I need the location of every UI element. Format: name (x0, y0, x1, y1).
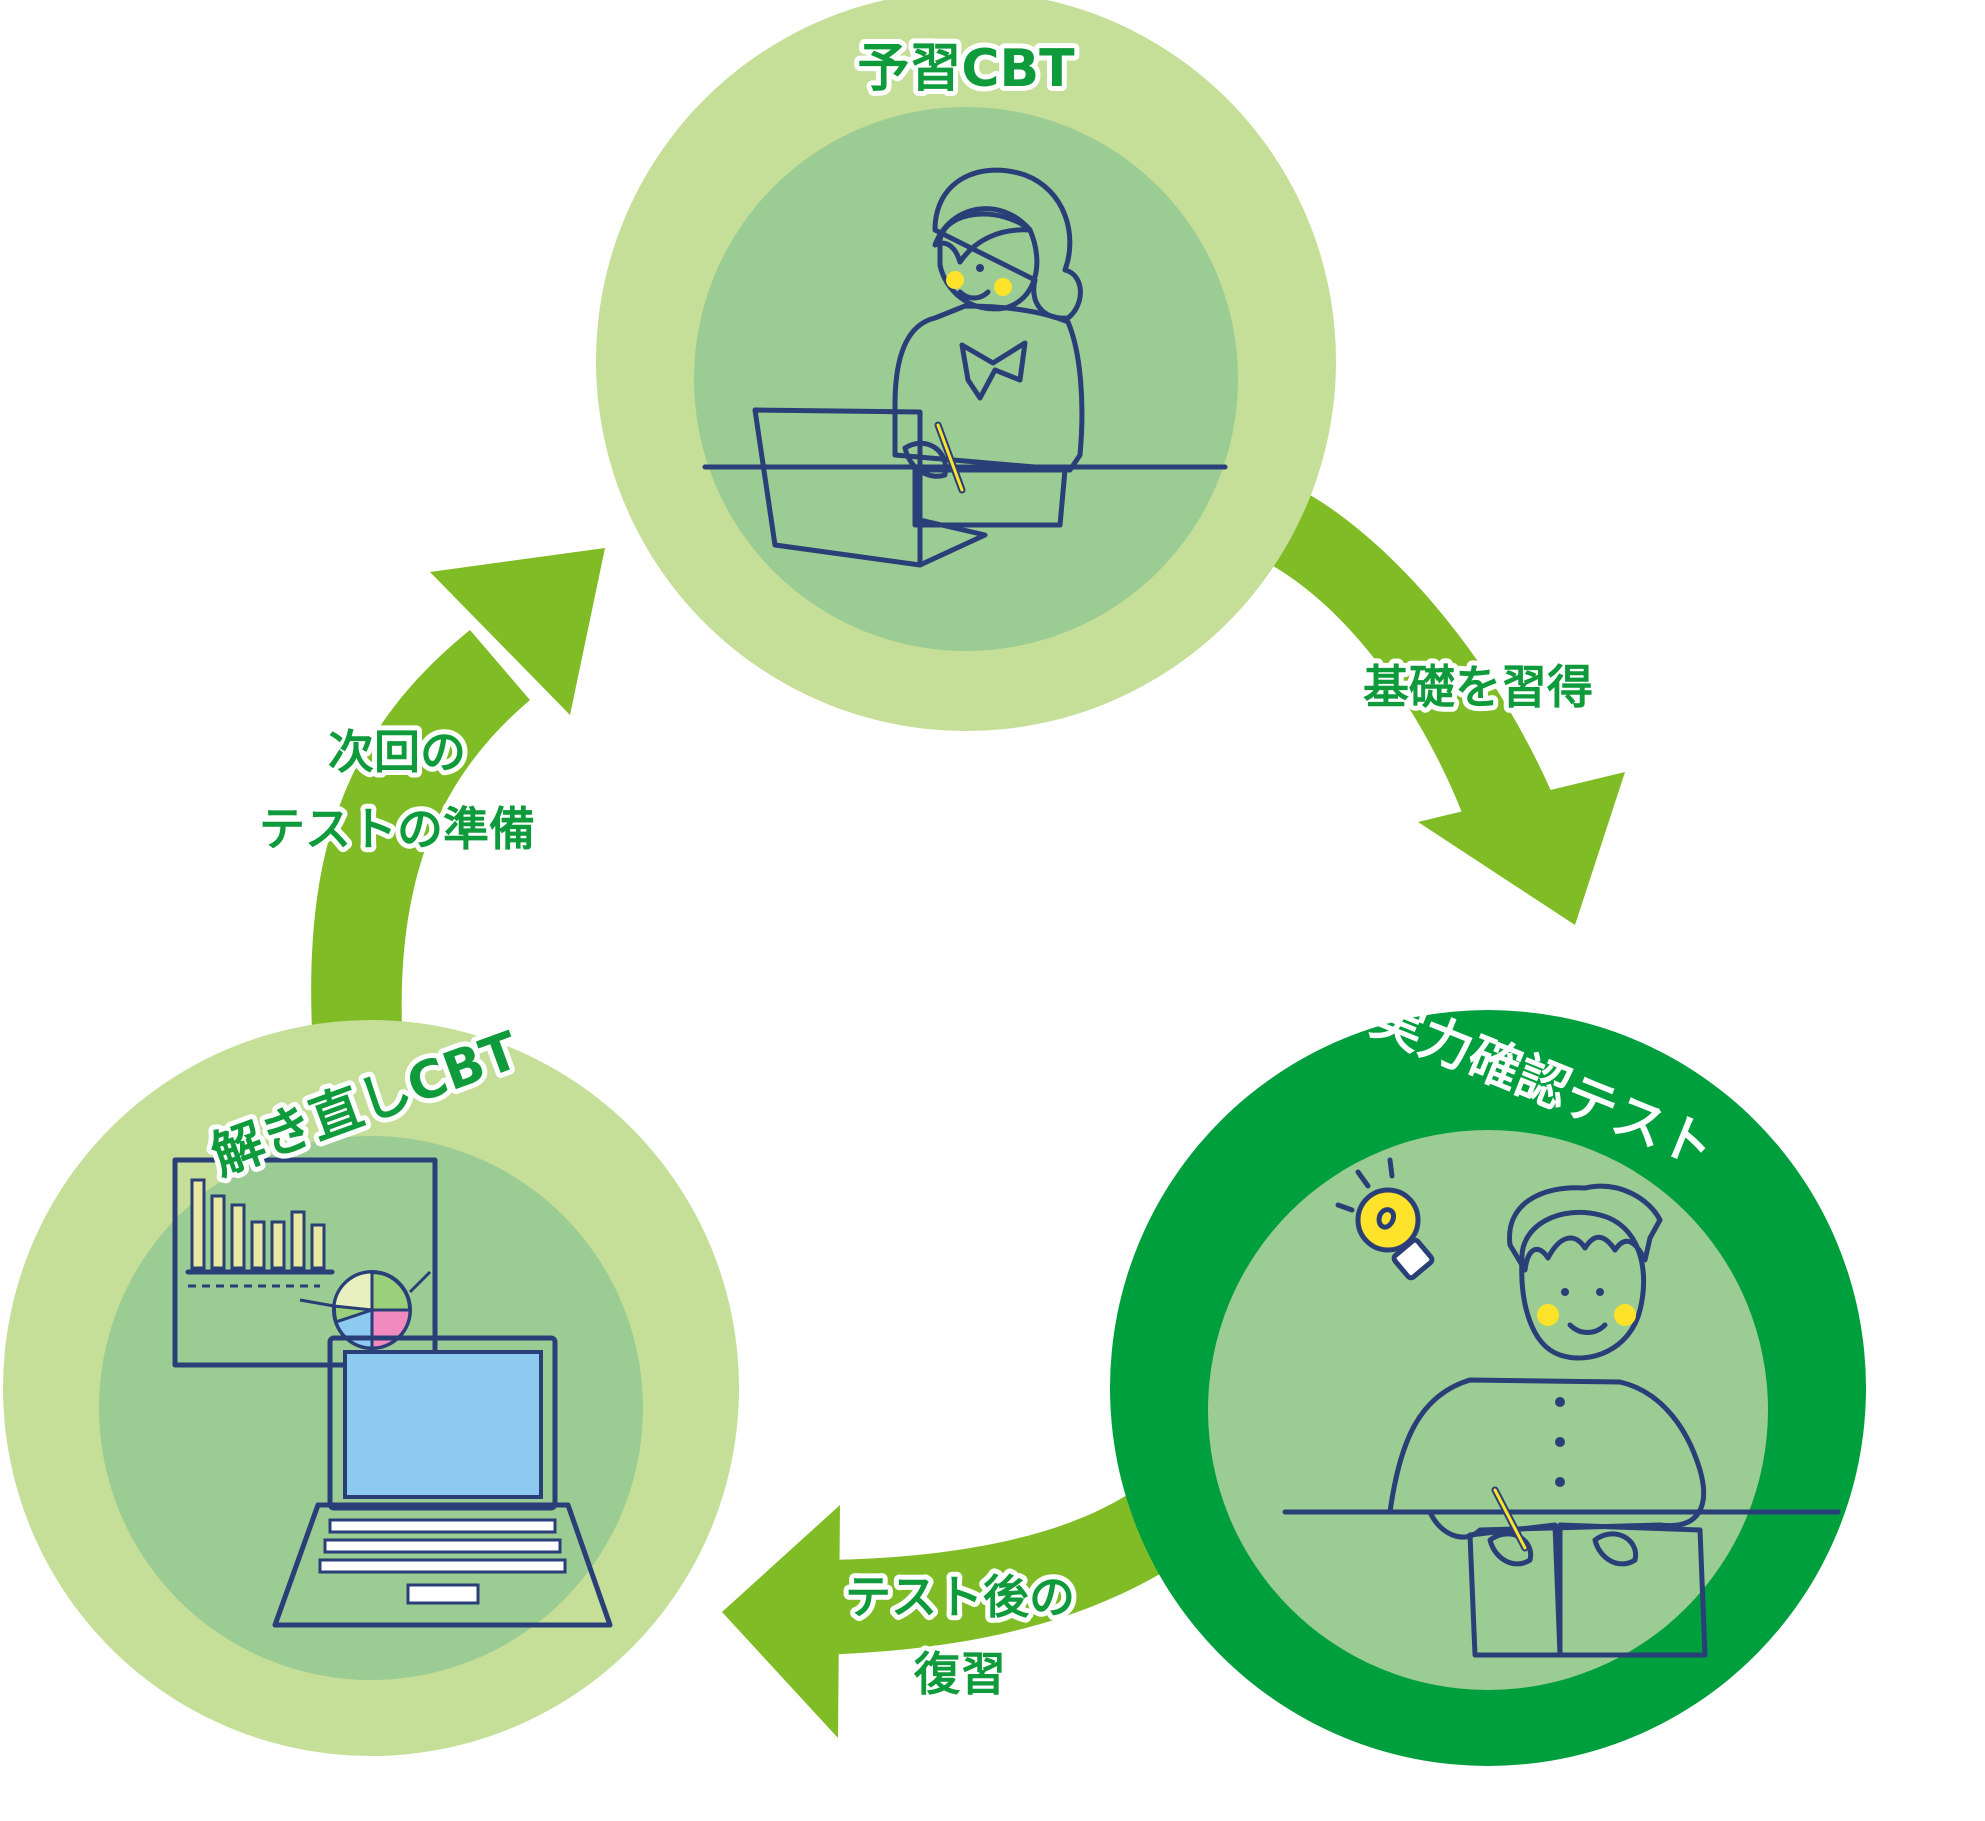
arrow-right-to-left (722, 1480, 1180, 1738)
boy-writing-illustration (1282, 1157, 1841, 1658)
node-top: 予習CBT (596, 0, 1336, 731)
arrow-left-to-top-label-line2: テストの準備 (259, 802, 535, 856)
arrow-top-to-right (1262, 495, 1625, 925)
node-right: 中学実力確認テスト (1110, 949, 1866, 1766)
arrow-right-to-left-shaft (812, 1480, 1180, 1655)
boy-hair (1507, 1183, 1663, 1273)
lightbulb-icon (1335, 1157, 1435, 1281)
node-right-inner-disc (1208, 1130, 1768, 1690)
arrow-top-to-right-shaft (1262, 495, 1555, 828)
arrow-left-to-top-head (430, 548, 605, 715)
girl-face (937, 211, 1040, 312)
boy-face (1519, 1209, 1647, 1361)
arrow-top-to-right-head (1418, 772, 1625, 925)
laptop-screen (327, 1335, 558, 1511)
chart-board (172, 1157, 438, 1368)
arrow-right-to-left-head (722, 1505, 840, 1738)
girl-studying-illustration (702, 167, 1228, 568)
node-top-title: 予習CBT (857, 39, 1075, 99)
arrow-right-to-left-label-line1: テスト後の (845, 1570, 1075, 1624)
arrow-left-to-top-shaft (311, 630, 530, 1030)
laptop-keyboard (272, 1502, 613, 1628)
pie-chart-icon (299, 1270, 432, 1350)
girl-bow (959, 340, 1028, 401)
laptop-analytics-illustration (172, 1157, 613, 1628)
girl-hair (932, 167, 1083, 321)
arrow-left-to-top (311, 548, 605, 1030)
arrow-top-to-right-label: 基礎を習得 (1363, 660, 1593, 714)
arrow-left-to-top-label-line1: 次回の (328, 725, 466, 779)
arrow-right-to-left-label-line2: 復習 (913, 1647, 1006, 1701)
bar-chart-icon (185, 1178, 335, 1288)
node-left: 解き直しCBT (3, 1016, 739, 1756)
girl-shirt (892, 303, 1085, 473)
